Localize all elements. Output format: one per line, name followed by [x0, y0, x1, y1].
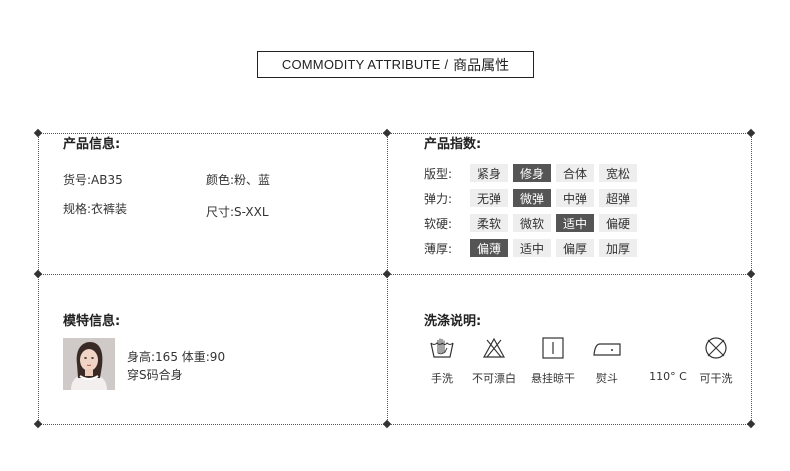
- index-option: 超弹: [599, 189, 637, 207]
- corner-diamond: [382, 128, 392, 138]
- index-option: 适中: [513, 239, 551, 257]
- item-number: 货号:AB35: [63, 173, 123, 187]
- care-label: 不可漂白: [472, 372, 516, 385]
- grid-line-center: [387, 135, 388, 424]
- model-measurements: 身高:165 体重:90: [127, 350, 226, 364]
- index-option: 柔软: [470, 214, 508, 232]
- dry-clean-icon: [705, 337, 727, 359]
- hang-dry-icon: [542, 337, 564, 359]
- index-option: 中弹: [556, 189, 594, 207]
- corner-diamond: [33, 128, 43, 138]
- index-option-selected: 修身: [513, 164, 551, 182]
- care-label: 悬挂晾干: [531, 372, 575, 385]
- corner-diamond: [382, 419, 392, 429]
- care-no-bleach: 不可漂白: [468, 334, 520, 386]
- no-bleach-icon: [482, 337, 506, 358]
- index-row: 弹力: 无弹微弹中弹超弹: [424, 189, 642, 207]
- iron-temperature: 110° C: [649, 370, 687, 383]
- product-index-heading: 产品指数:: [424, 137, 482, 152]
- care-iron-temp: 110° C: [646, 334, 690, 383]
- index-row-label: 弹力:: [424, 191, 453, 206]
- care-label: 熨斗: [596, 372, 618, 385]
- care-iron: 熨斗: [593, 334, 621, 386]
- index-option: 紧身: [470, 164, 508, 182]
- corner-diamond: [746, 128, 756, 138]
- index-row-label: 软硬:: [424, 216, 453, 231]
- spec-value: 规格:衣裤装: [63, 202, 128, 216]
- care-label: 可干洗: [699, 372, 733, 385]
- index-option: 宽松: [599, 164, 637, 182]
- title-english: COMMODITY ATTRIBUTE: [281, 57, 441, 72]
- grid-line-middle: [38, 274, 752, 275]
- care-hang-dry: 悬挂晾干: [528, 334, 578, 386]
- care-label: 手洗: [431, 372, 453, 385]
- corner-diamond: [33, 269, 43, 279]
- index-option: 无弹: [470, 189, 508, 207]
- index-option: 偏硬: [599, 214, 637, 232]
- index-option-selected: 适中: [556, 214, 594, 232]
- grid-line-left: [38, 135, 39, 424]
- index-option-selected: 偏薄: [470, 239, 508, 257]
- corner-diamond: [33, 419, 43, 429]
- color-value: 颜色:粉、蓝: [206, 173, 271, 187]
- corner-diamond: [746, 269, 756, 279]
- size-value: 尺寸:S-XXL: [206, 205, 269, 219]
- care-dry-clean: 可干洗: [696, 334, 736, 386]
- index-row: 软硬: 柔软微软适中偏硬: [424, 214, 642, 232]
- index-row: 版型: 紧身修身合体宽松: [424, 164, 642, 182]
- index-row-label: 版型:: [424, 166, 453, 181]
- corner-diamond: [746, 419, 756, 429]
- title-separator: /: [444, 57, 449, 72]
- grid-line-bottom: [38, 424, 752, 425]
- grid-line-right: [751, 135, 752, 424]
- care-hand-wash: 手洗: [425, 334, 459, 386]
- model-photo: [63, 338, 115, 390]
- index-option: 合体: [556, 164, 594, 182]
- section-title: COMMODITY ATTRIBUTE / 商品属性: [257, 51, 534, 78]
- model-info-heading: 模特信息:: [63, 314, 121, 329]
- index-option: 偏厚: [556, 239, 594, 257]
- index-option: 加厚: [599, 239, 637, 257]
- index-row-label: 薄厚:: [424, 241, 453, 256]
- care-heading: 洗涤说明:: [424, 314, 482, 329]
- index-option: 微软: [513, 214, 551, 232]
- model-fit: 穿S码合身: [127, 368, 183, 382]
- grid-line-top: [38, 133, 752, 134]
- index-row: 薄厚: 偏薄适中偏厚加厚: [424, 239, 642, 257]
- title-chinese: 商品属性: [453, 57, 510, 74]
- corner-diamond: [382, 269, 392, 279]
- iron-icon: [593, 343, 621, 356]
- product-info-heading: 产品信息:: [63, 137, 121, 152]
- hand-wash-icon: [430, 338, 454, 358]
- index-option-selected: 微弹: [513, 189, 551, 207]
